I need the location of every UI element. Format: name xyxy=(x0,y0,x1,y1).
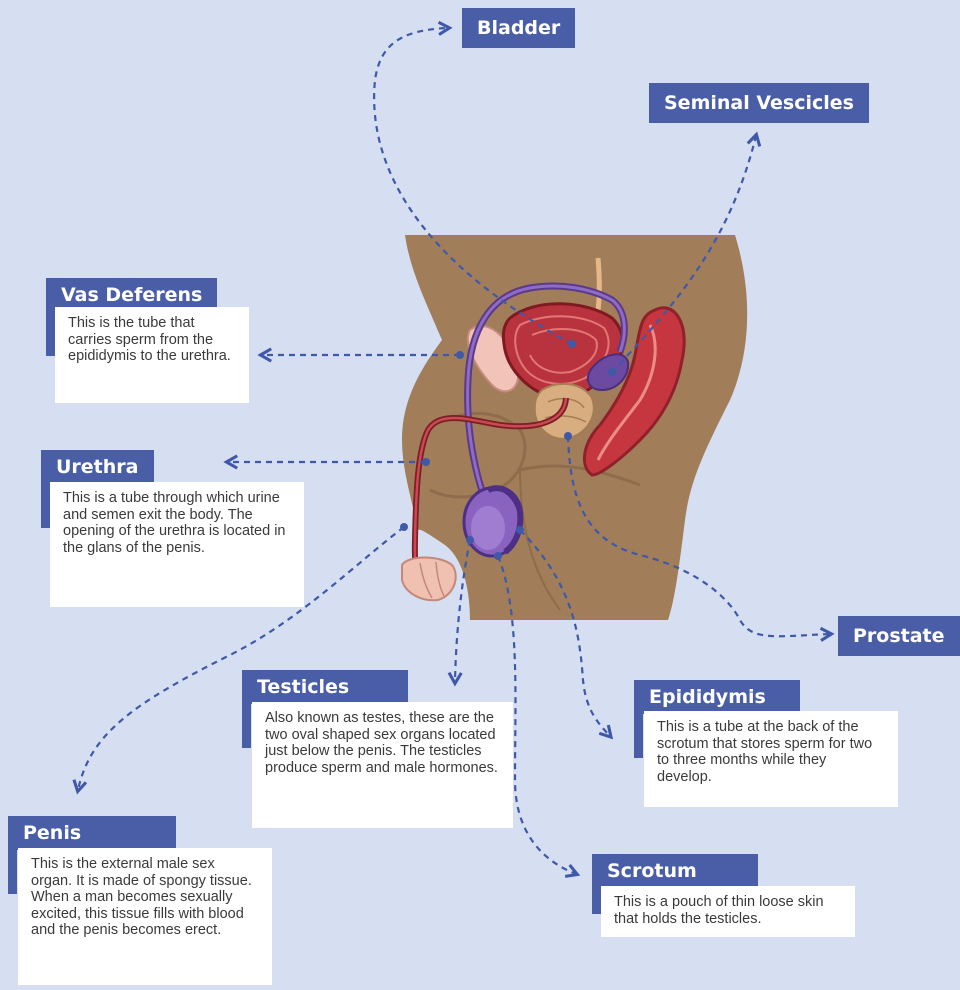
label-testicles: Testicles xyxy=(242,670,408,704)
label-scrotum: Scrotum xyxy=(592,854,758,888)
description-penis: This is the external male sex organ. It … xyxy=(18,848,272,985)
description-scrotum: This is a pouch of thin loose skin that … xyxy=(601,886,855,937)
label-bladder: Bladder xyxy=(462,8,575,48)
testicle-organ xyxy=(464,488,520,556)
description-vas-deferens: This is the tube that carries sperm from… xyxy=(55,307,249,403)
label-prostate: Prostate xyxy=(838,616,960,656)
description-epididymis: This is a tube at the back of the scrotu… xyxy=(644,711,898,807)
description-testicles: Also known as testes, these are the two … xyxy=(252,702,513,828)
label-urethra: Urethra xyxy=(41,450,154,484)
description-urethra: This is a tube through which urine and s… xyxy=(50,482,304,607)
label-seminal-vesicles: Seminal Vescicles xyxy=(649,83,869,123)
label-epididymis: Epididymis xyxy=(634,680,800,714)
label-penis: Penis xyxy=(8,816,176,850)
